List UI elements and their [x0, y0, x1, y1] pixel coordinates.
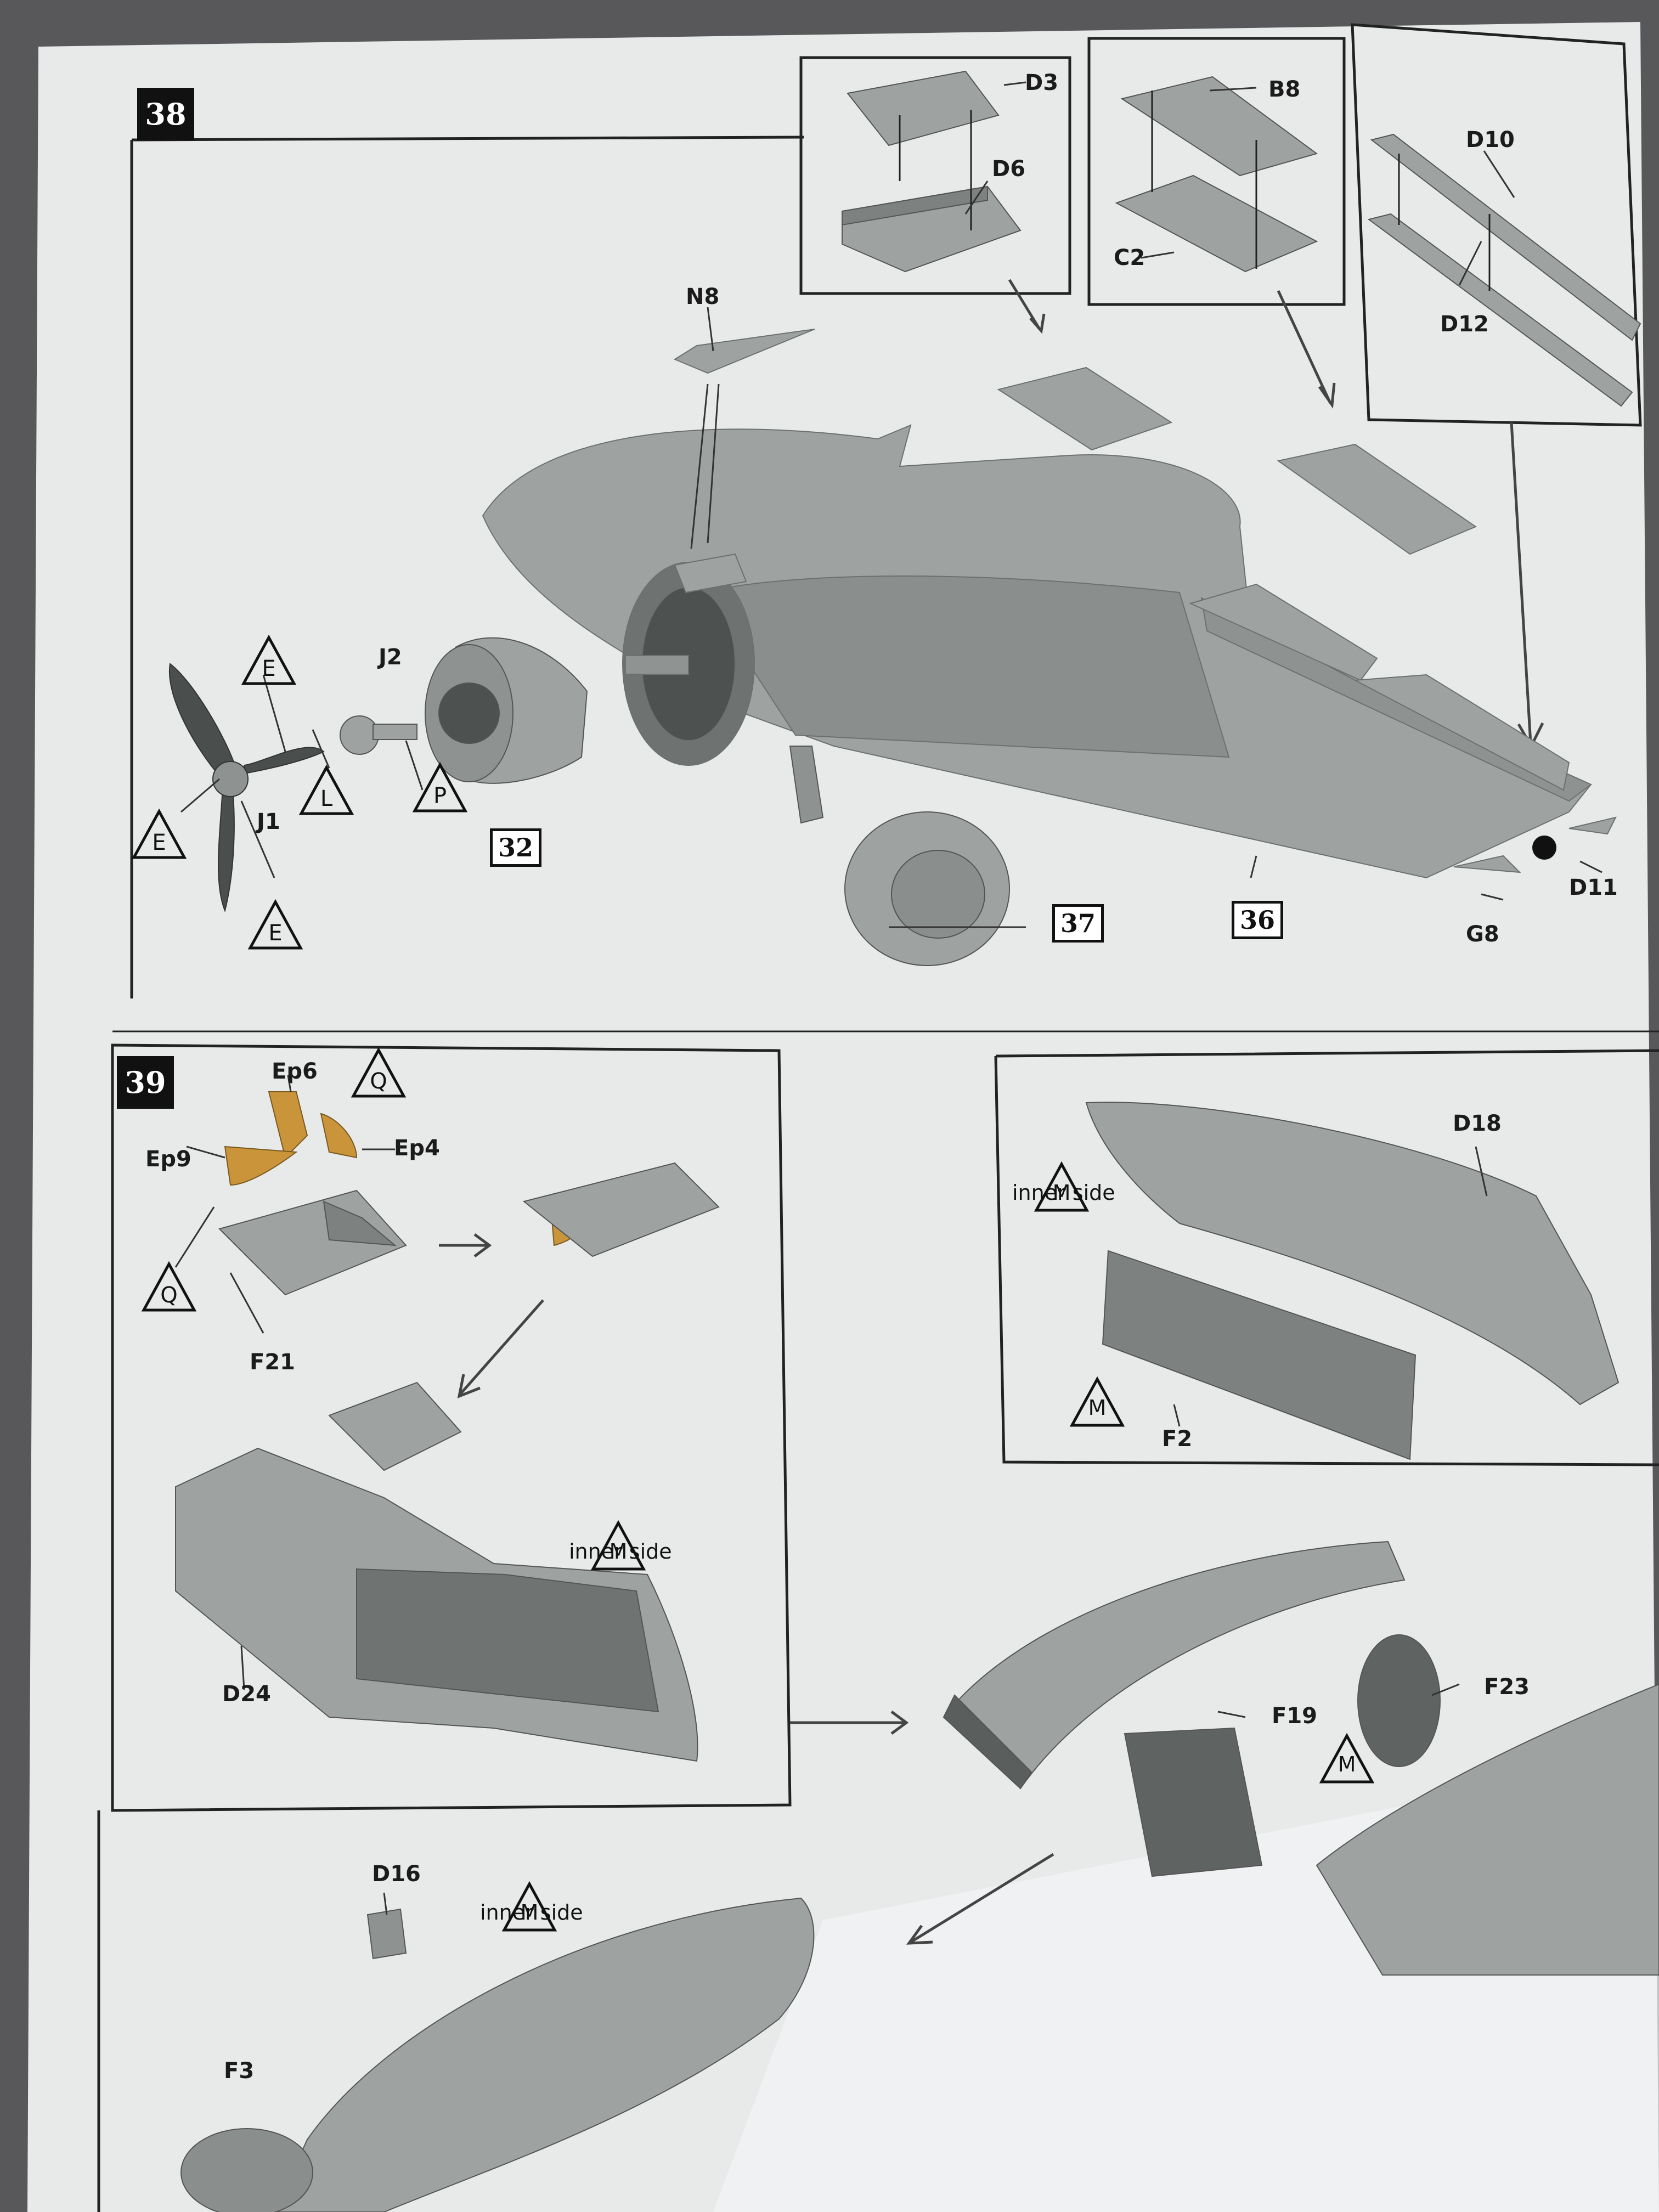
part-label-n8: N8 — [686, 284, 720, 309]
part-label-j2: J2 — [379, 645, 402, 670]
part-label-d24: D24 — [222, 1681, 271, 1707]
gear-hub-j2 — [340, 715, 417, 755]
ref-box-37: 37 — [1052, 904, 1104, 943]
marker-m-inner-d18: M inner side — [1012, 1161, 1115, 1212]
fuselage-assembly — [943, 1541, 1659, 1976]
part-label-f2: F2 — [1162, 1426, 1193, 1452]
bulkhead-decal — [1532, 836, 1556, 860]
lower-fuselage — [180, 1897, 815, 2212]
marker-m-f2: M — [1069, 1376, 1125, 1427]
part-label-d11: D11 — [1569, 875, 1618, 900]
f21-part — [218, 1162, 720, 1296]
d24-fuselage-half — [175, 1447, 698, 1762]
marker-m-f19: M — [1319, 1733, 1375, 1784]
step39-frames — [97, 1030, 1659, 2212]
d10-d12-parts — [1367, 133, 1641, 407]
step-number-39: 39 — [117, 1056, 174, 1109]
assembled-f21 — [328, 1381, 462, 1471]
part-label-ep4: Ep4 — [394, 1136, 440, 1161]
step-number-38: 38 — [137, 88, 194, 140]
step38-frame — [130, 23, 1642, 998]
leader-lines-38 — [180, 81, 1602, 928]
part-label-d12: D12 — [1440, 312, 1489, 337]
marker-e-left: E — [131, 808, 187, 860]
marker-l: L — [298, 764, 354, 816]
part-label-d10: D10 — [1466, 127, 1515, 153]
part-label-f19: F19 — [1272, 1703, 1317, 1729]
marker-q-bottom: Q — [141, 1261, 197, 1312]
part-label-d18: D18 — [1453, 1111, 1502, 1136]
part-label-d6: D6 — [992, 156, 1026, 182]
d3-d6-parts — [842, 70, 1022, 273]
part-label-f3: F3 — [224, 2058, 255, 2084]
propeller — [168, 663, 325, 913]
part-label-c2: C2 — [1114, 245, 1146, 270]
marker-p: P — [412, 761, 468, 813]
part-label-j1: J1 — [257, 809, 280, 834]
leader-lines-39 — [174, 1075, 1488, 1915]
marker-m-inner-d24: M inner side — [569, 1520, 672, 1571]
part-label-d16: D16 — [372, 1861, 421, 1887]
part-label-f21: F21 — [250, 1350, 295, 1375]
part-label-d3: D3 — [1025, 70, 1059, 95]
part-label-f23: F23 — [1484, 1674, 1530, 1700]
b8-c2-parts — [1115, 76, 1318, 273]
marker-m-inner-d16: M inner side — [480, 1881, 583, 1932]
engine-cowling — [425, 637, 588, 784]
marker-q-top: Q — [351, 1047, 407, 1098]
control-surfaces — [673, 329, 1617, 873]
part-label-ep6: Ep6 — [272, 1059, 318, 1084]
part-label-g8: G8 — [1466, 922, 1499, 947]
marker-e-bottom: E — [247, 899, 303, 950]
step39-arrows — [439, 1233, 1054, 1945]
marker-e-top: E — [241, 634, 297, 686]
part-label-b8: B8 — [1268, 77, 1301, 102]
d18-f2-parts — [1085, 1102, 1620, 1460]
part-label-ep9: Ep9 — [145, 1147, 191, 1172]
ref-box-36: 36 — [1232, 901, 1284, 939]
ref-box-32: 32 — [490, 828, 542, 867]
